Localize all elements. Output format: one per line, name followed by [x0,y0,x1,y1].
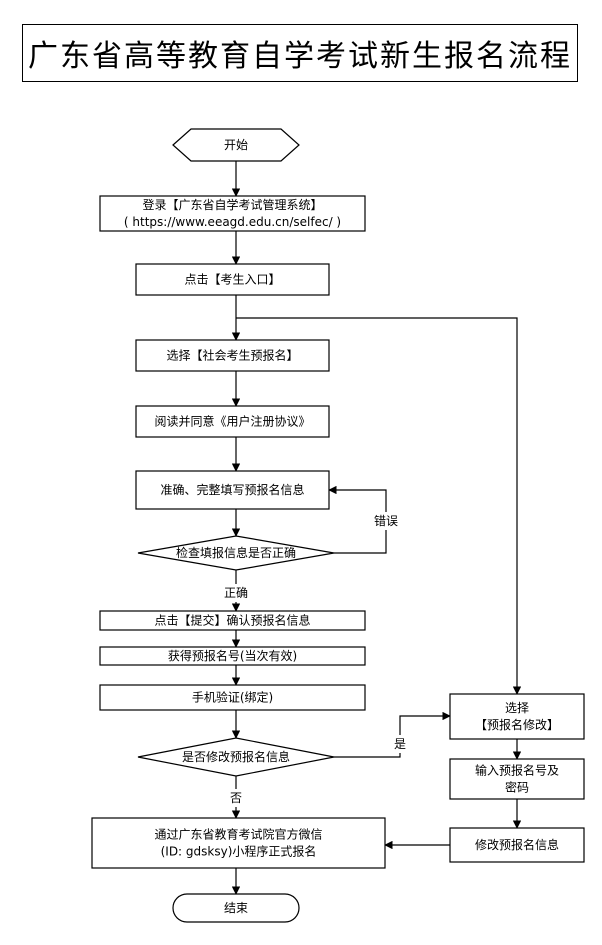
node-submit: 点击【提交】确认预报名信息 [99,610,366,631]
node-phone-verify-text-1: 手机验证(绑定) [192,690,273,705]
node-start-text-1: 开始 [224,138,248,152]
edge-label-error: 错误 [374,514,398,528]
node-end: 结束 [172,893,300,923]
node-read-agree: 阅读并同意《用户注册协议》 [135,405,330,438]
node-click-entry: 点击【考生入口】 [135,263,330,296]
node-wechat-text-2: (ID: gdsksy)小程序正式报名 [161,844,317,859]
node-check-info: 检查填报信息是否正确 [137,535,335,571]
node-select-modify-text-2: 【预报名修改】 [475,717,559,732]
node-get-number: 获得预报名号(当次有效) [99,646,366,666]
node-input-number-text-2: 密码 [505,780,529,795]
node-modify-q-text-1: 是否修改预报名信息 [182,749,290,764]
node-wechat-text-1: 通过广东省教育考试院官方微信 [154,827,322,842]
edge-label-correct: 正确 [224,586,248,600]
node-start: 开始 [172,128,300,162]
edge-label-error-bg [370,512,402,530]
node-check-info-text-1: 检查填报信息是否正确 [176,545,296,560]
node-select-modify: 选择【预报名修改】 [449,693,585,740]
node-login-text-2: ( https://www.eeagd.edu.cn/selfec/ ) [124,215,341,229]
node-submit-text-1: 点击【提交】确认预报名信息 [154,613,310,628]
node-end-text-1: 结束 [224,901,248,915]
node-click-entry-text-1: 点击【考生入口】 [184,273,280,287]
node-read-agree-text-1: 阅读并同意《用户注册协议》 [154,414,310,429]
node-modify-info: 修改预报名信息 [449,827,585,863]
edge-label-no-bg [226,789,246,807]
node-modify-q: 是否修改预报名信息 [137,737,335,777]
node-fill-info: 准确、完整填写预报名信息 [135,470,330,510]
node-modify-info-text-1: 修改预报名信息 [475,837,559,852]
edge-label-yes: 是 [394,737,406,751]
node-input-number-text-1: 输入预报名号及 [475,763,559,778]
node-fill-info-text-1: 准确、完整填写预报名信息 [160,482,304,497]
edge-label-yes-bg [390,735,410,753]
node-select-social: 选择【社会考生预报名】 [135,339,330,372]
edge-label-no: 否 [230,791,242,805]
node-select-modify-text-1: 选择 [505,701,529,715]
node-select-social-text-1: 选择【社会考生预报名】 [166,348,298,363]
page-title: 广东省高等教育自学考试新生报名流程 [22,24,578,82]
node-wechat: 通过广东省教育考试院官方微信 (ID: gdsksy)小程序正式报名 [91,817,386,869]
node-phone-verify: 手机验证(绑定) [99,684,366,711]
node-login: 登录【广东省自学考试管理系统】 ( https://www.eeagd.edu.c… [99,195,366,232]
node-get-number-text-1: 获得预报名号(当次有效) [168,648,297,663]
edge-label-correct-bg [220,584,252,602]
edge-entry-branch [236,317,522,695]
node-login-text-1: 登录【广东省自学考试管理系统】 [142,197,322,212]
